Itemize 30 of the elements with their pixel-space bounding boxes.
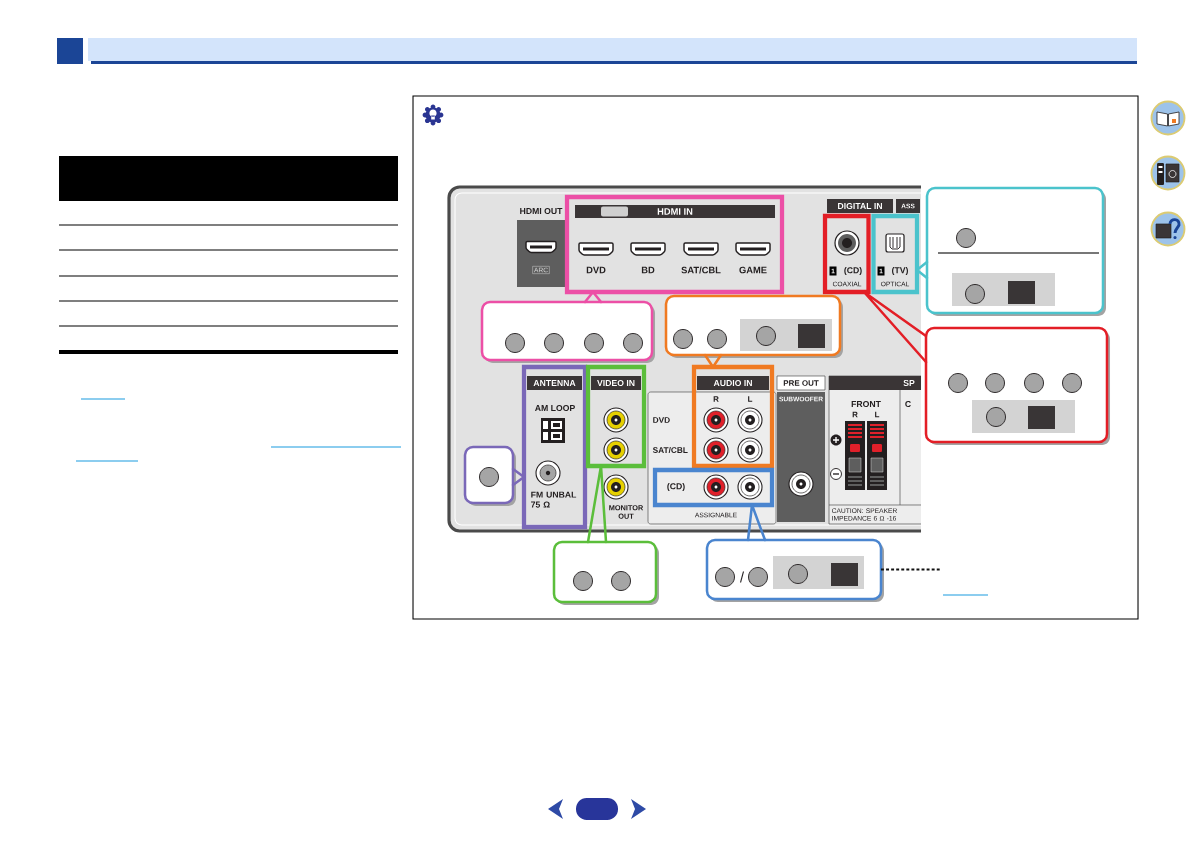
port-label: (CD) [667, 482, 685, 492]
leader-line [881, 568, 941, 571]
panel-label: FRONT [851, 400, 881, 408]
port-label: (CD) [844, 266, 862, 276]
port-label: SAT/CBL [681, 266, 721, 274]
highlight-frame [521, 364, 588, 530]
highlight-frame [652, 467, 775, 508]
panel-label: C [905, 400, 911, 408]
callout-pointer [703, 353, 723, 369]
section-header: DIGITAL IN [827, 199, 893, 213]
highlight-frame [585, 364, 647, 469]
port-label: (TV) [892, 266, 908, 276]
highlight-frame [691, 364, 775, 469]
channel-label: R [713, 396, 719, 402]
slash-separator: / [739, 571, 745, 583]
panel-label: DVD [653, 417, 670, 423]
port-label: GAME [739, 266, 767, 274]
channel-label: L [748, 396, 753, 402]
highlight-frame [564, 194, 785, 295]
highlight-frame [871, 213, 920, 295]
channel-label: L [875, 411, 880, 418]
callout-bubble [552, 540, 659, 605]
highlight-frame [822, 213, 871, 295]
port-label: BD [641, 266, 655, 274]
section-header: PRE OUT [776, 375, 826, 391]
channel-label: R [852, 411, 858, 418]
panel-label: SAT/CBL [652, 446, 688, 454]
panel-label: AM LOOP [535, 404, 575, 412]
panel-label: FM UNBAL 75 Ω [531, 491, 577, 508]
port-label: DVD [586, 266, 606, 274]
